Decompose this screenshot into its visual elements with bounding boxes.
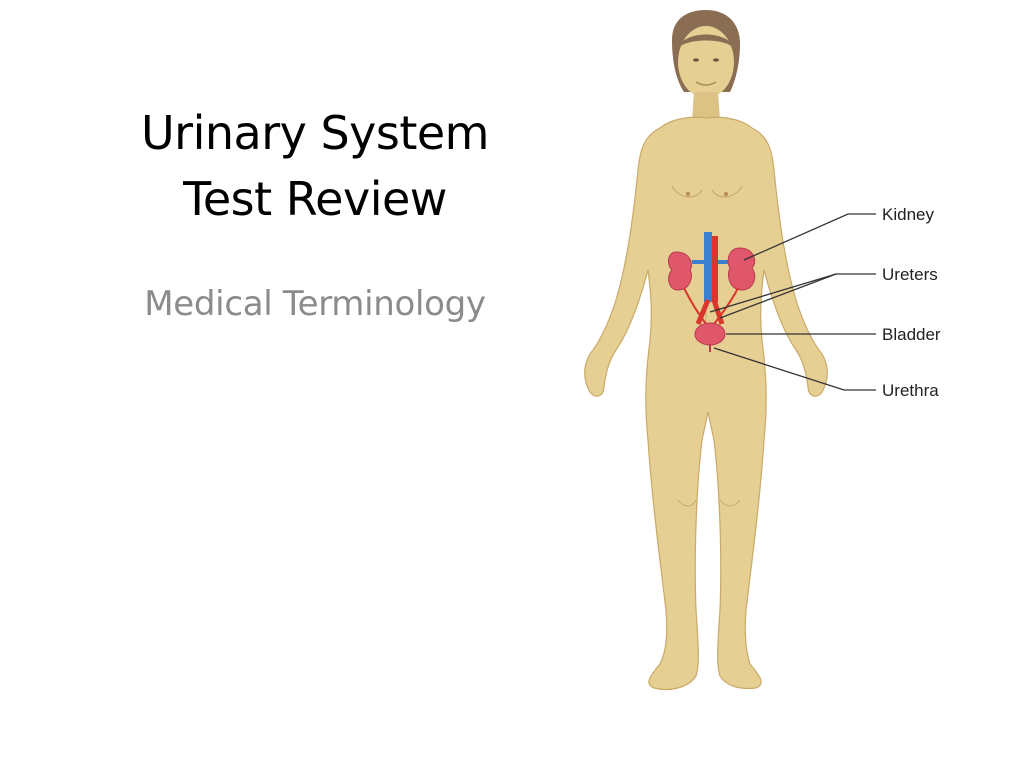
kidney-leader-line	[743, 213, 876, 261]
urinary-system-illustration: Kidney Ureters Bladder Urethra	[560, 0, 1000, 720]
ureter-right	[713, 287, 739, 325]
aorta	[712, 236, 718, 302]
human-figure	[584, 10, 828, 691]
urethra-leader-line	[713, 347, 876, 391]
kidney-left	[668, 251, 692, 291]
slide-subtitle: Medical Terminology	[144, 284, 486, 324]
title-line-2: Test Review	[183, 172, 447, 226]
ureter-left	[683, 287, 707, 325]
bladder-label: Bladder	[882, 325, 941, 344]
ureters-label: Ureters	[882, 265, 938, 284]
slide-title: Urinary System Test Review	[60, 100, 570, 232]
kidney-right	[727, 247, 756, 291]
vena-cava	[704, 232, 712, 302]
urethra-label: Urethra	[882, 381, 939, 400]
ureters-leader-line-2	[719, 273, 837, 319]
bladder	[694, 322, 726, 346]
leader-lines	[709, 213, 876, 391]
title-line-1: Urinary System	[141, 106, 490, 160]
kidney-label: Kidney	[882, 205, 934, 224]
